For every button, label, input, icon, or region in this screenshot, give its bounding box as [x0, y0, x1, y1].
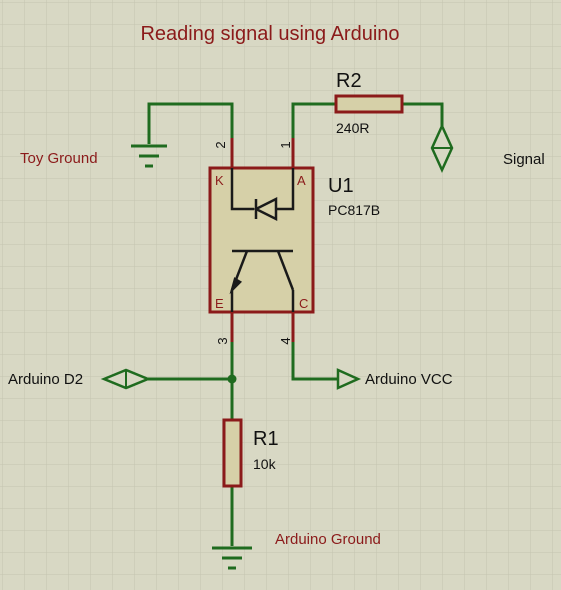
wire-r2-signal: [402, 102, 444, 126]
u1-pin4-number: 4: [278, 337, 293, 344]
r1-ref: R1: [253, 428, 279, 450]
u1-pin-k-label: K: [215, 173, 224, 188]
u1-pin3-number: 3: [215, 337, 230, 344]
r1-body: [222, 418, 243, 488]
junction-dot: [227, 374, 237, 384]
signal-label: Signal: [503, 151, 545, 168]
u1-pin-a-label: A: [297, 173, 306, 188]
arduino-vcc-port-icon: [336, 368, 362, 390]
optocoupler-u1: K A E C 2 1 3 4 U1 PC817B: [208, 138, 380, 345]
u1-pin1-number: 1: [278, 141, 293, 148]
u1-pin2-number: 2: [213, 141, 228, 148]
resistor-r2: R2 240R: [334, 70, 404, 136]
r2-value: 240R: [336, 120, 369, 136]
u1-ref: U1: [328, 175, 354, 197]
toy-ground-symbol: [131, 144, 167, 168]
r1-value: 10k: [253, 456, 277, 472]
wire-toy-ground-pin2: [147, 102, 234, 168]
arduino-ground-label: Arduino Ground: [275, 531, 381, 548]
arduino-d2-label: Arduino D2: [8, 371, 83, 388]
arduino-vcc-label: Arduino VCC: [365, 371, 453, 388]
r2-ref: R2: [336, 70, 362, 92]
resistor-r1: R1 10k: [222, 418, 279, 488]
arduino-ground-symbol: [212, 546, 252, 570]
diagram-title: Reading signal using Arduino: [140, 23, 399, 45]
u1-pin-c-label: C: [299, 296, 308, 311]
u1-part: PC817B: [328, 202, 380, 218]
toy-ground-label: Toy Ground: [20, 150, 98, 167]
u1-body: [208, 166, 315, 314]
u1-phototransistor: [229, 249, 295, 312]
r2-body: [334, 94, 404, 114]
u1-led: [230, 168, 295, 222]
u1-pin-e-label: E: [215, 296, 224, 311]
